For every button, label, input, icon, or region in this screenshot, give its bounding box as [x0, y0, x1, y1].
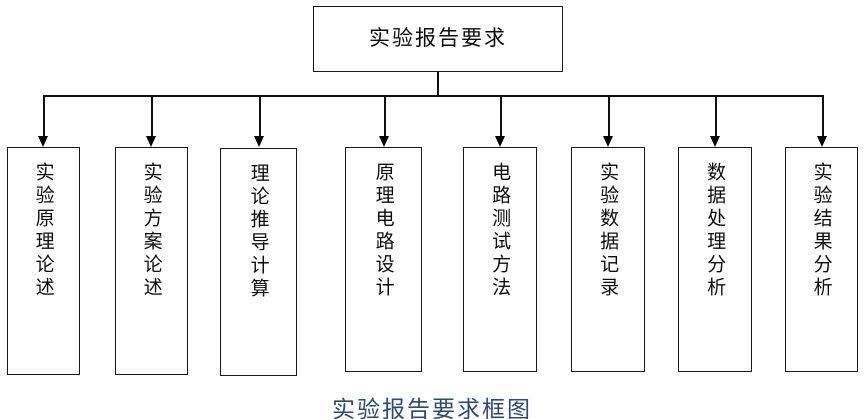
branch-connector-1: [43, 95, 45, 139]
branch-connector-3: [259, 95, 261, 139]
arrow-head-icon-3: [254, 136, 264, 147]
branch-node-box-4[interactable]: 原理电路设计: [345, 147, 422, 372]
figure-caption: 实验报告要求框图: [332, 397, 532, 419]
arrow-head-icon-2: [146, 136, 156, 147]
root-node-label: 实验报告要求: [369, 26, 507, 51]
branch-node-box-6[interactable]: 实验数据记录: [571, 147, 645, 372]
arrow-head-icon-7: [710, 136, 720, 147]
branch-node-box-1[interactable]: 实验原理论述: [7, 147, 80, 375]
branch-connector-8: [822, 95, 824, 139]
arrow-head-icon-5: [495, 136, 505, 147]
root-stem-connector: [437, 72, 439, 96]
branch-node-label-2: 实验方案论述: [140, 162, 163, 300]
branch-node-label-3: 理论推导计算: [247, 163, 270, 301]
branch-node-label-5: 电路测试方法: [489, 162, 512, 300]
branch-node-label-6: 实验数据记录: [597, 162, 620, 300]
branch-node-box-7[interactable]: 数据处理分析: [678, 147, 752, 372]
branch-connector-6: [608, 95, 610, 139]
branch-connector-5: [500, 95, 502, 139]
branch-node-label-4: 原理电路设计: [372, 162, 395, 300]
horizontal-bus-connector: [43, 95, 823, 97]
branch-node-box-5[interactable]: 电路测试方法: [463, 147, 537, 372]
branch-connector-2: [151, 95, 153, 139]
branch-node-box-3[interactable]: 理论推导计算: [220, 148, 297, 376]
arrow-head-icon-8: [817, 136, 827, 147]
branch-node-label-8: 实验结果分析: [810, 162, 833, 300]
branch-node-box-2[interactable]: 实验方案论述: [115, 147, 188, 375]
root-node-box[interactable]: 实验报告要求: [313, 6, 563, 72]
branch-connector-7: [715, 95, 717, 139]
arrow-head-icon-1: [38, 136, 48, 147]
branch-node-box-8[interactable]: 实验结果分析: [785, 147, 858, 372]
branch-node-label-1: 实验原理论述: [32, 162, 55, 300]
branch-connector-4: [384, 95, 386, 139]
branch-node-label-7: 数据处理分析: [704, 162, 727, 300]
arrow-head-icon-4: [379, 136, 389, 147]
arrow-head-icon-6: [603, 136, 613, 147]
